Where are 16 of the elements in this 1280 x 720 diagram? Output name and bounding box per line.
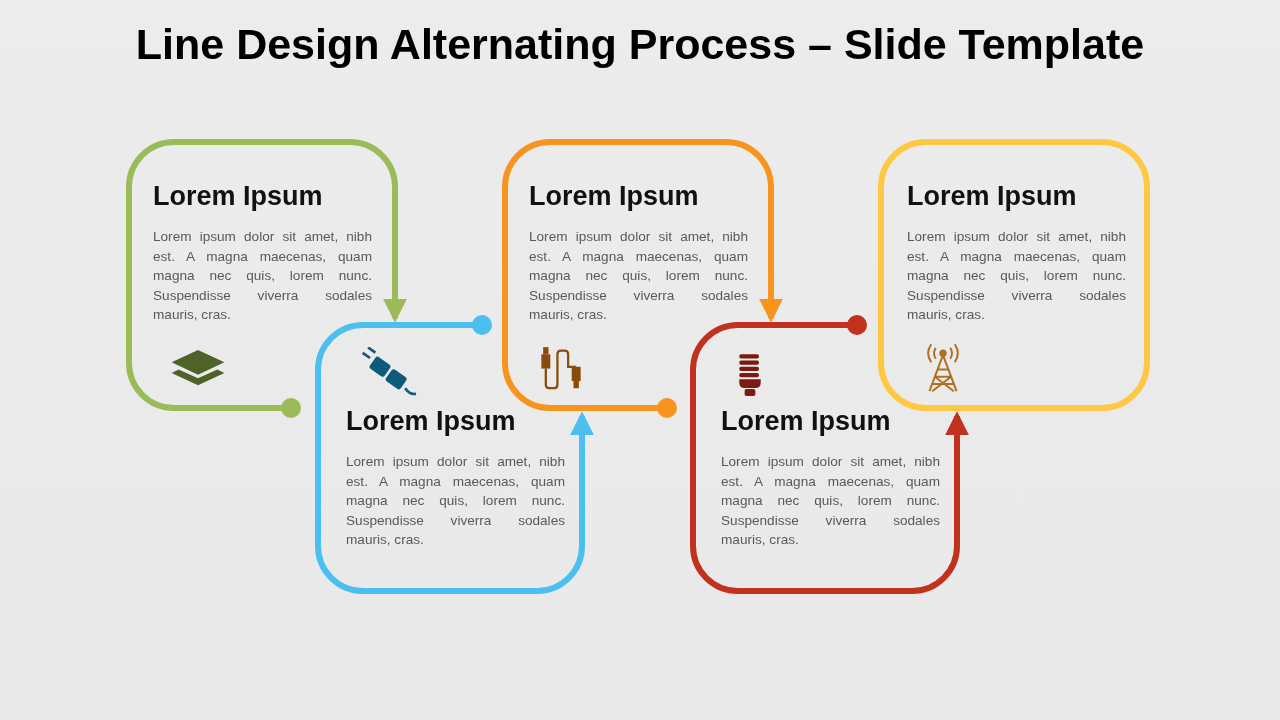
heading: Lorem Ipsum	[721, 406, 891, 437]
process-box	[878, 139, 1150, 411]
arrow	[945, 411, 969, 497]
body-text: Lorem ipsum dolor sit amet, nibh est. A magna maecenas, quam magna nec quis, lorem nunc. Suspendisse viverra sodales mauris, cras.	[721, 453, 940, 550]
body-text: Lorem ipsum dolor sit amet, nibh est. A magna maecenas, quam magna nec quis, lorem nunc. Suspendisse viverra sodales mauris, cras.	[907, 228, 1126, 325]
arrow	[383, 234, 407, 323]
body-text: Lorem ipsum dolor sit amet, nibh est. A magna maecenas, quam magna nec quis, lorem nunc. Suspendisse viverra sodales mauris, cras.	[346, 453, 565, 550]
arrow	[570, 411, 594, 497]
body-text: Lorem ipsum dolor sit amet, nibh est. A magna maecenas, quam magna nec quis, lorem nunc. Suspendisse viverra sodales mauris, cras.	[153, 228, 372, 325]
heading: Lorem Ipsum	[346, 406, 516, 437]
heading: Lorem Ipsum	[153, 181, 323, 212]
heading: Lorem Ipsum	[907, 181, 1077, 212]
heading: Lorem Ipsum	[529, 181, 699, 212]
title: Line Design Alternating Process – Slide Template	[134, 20, 1146, 69]
body-text: Lorem ipsum dolor sit amet, nibh est. A magna maecenas, quam magna nec quis, lorem nunc. Suspendisse viverra sodales mauris, cras.	[529, 228, 748, 325]
arrow	[759, 234, 783, 323]
